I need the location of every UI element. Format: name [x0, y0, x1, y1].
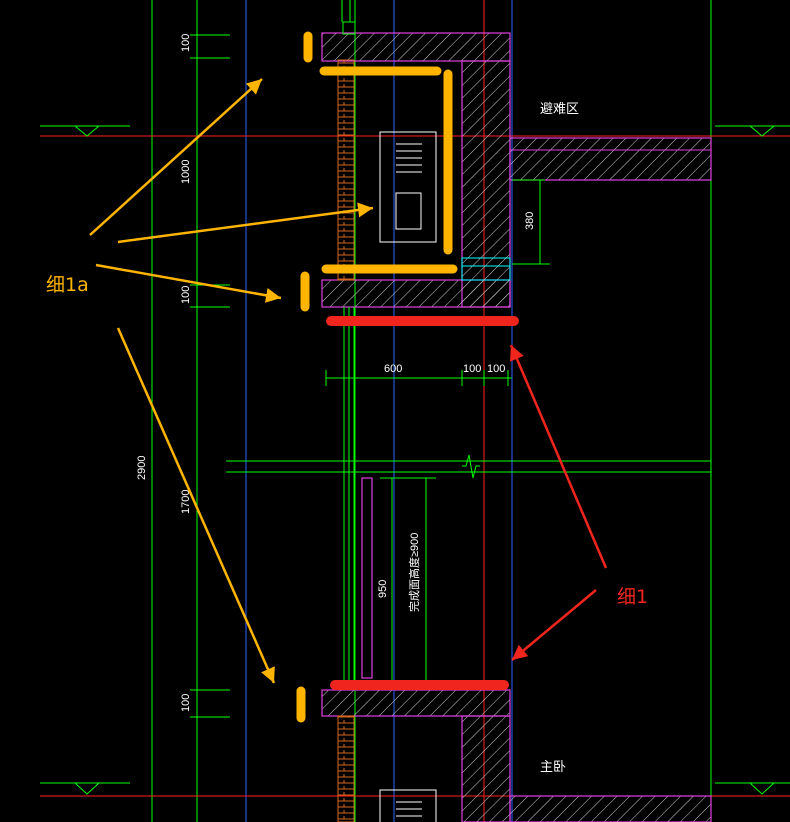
yellow-arrows	[89, 78, 374, 684]
dim-380: 380	[524, 212, 536, 230]
level-markers	[74, 125, 775, 795]
room-label-lower: 主卧	[540, 760, 566, 775]
upper-wall-section	[321, 21, 712, 308]
dim-1000: 1000	[180, 160, 192, 184]
dim-1700: 1700	[180, 490, 192, 514]
dimension-lines	[190, 34, 550, 718]
callout-label-red: 细1	[617, 586, 648, 608]
dim-2900: 2900	[136, 456, 148, 480]
note-sill-height: 完成面高度≥900	[407, 533, 421, 612]
sill-profile	[361, 477, 373, 679]
callout-label-yellow: 细1a	[46, 274, 89, 296]
dimension-texts: 100 1000 100 2900 1700 100 380 600 100 1…	[136, 34, 536, 712]
dim-600: 600	[384, 363, 402, 375]
dim-100-a: 100	[463, 363, 481, 375]
window-lines	[341, 0, 436, 690]
lower-wall-section	[321, 689, 712, 822]
dim-100-bottom: 100	[180, 694, 192, 712]
red-arrows	[509, 344, 608, 661]
red-highlights	[326, 316, 519, 690]
dim-950: 950	[377, 580, 389, 598]
break-line	[462, 454, 480, 479]
dim-100-top: 100	[180, 34, 192, 52]
yellow-highlights	[296, 31, 458, 723]
dim-100-b: 100	[487, 363, 505, 375]
dim-100-mid: 100	[180, 286, 192, 304]
room-label-upper: 避难区	[540, 102, 579, 117]
